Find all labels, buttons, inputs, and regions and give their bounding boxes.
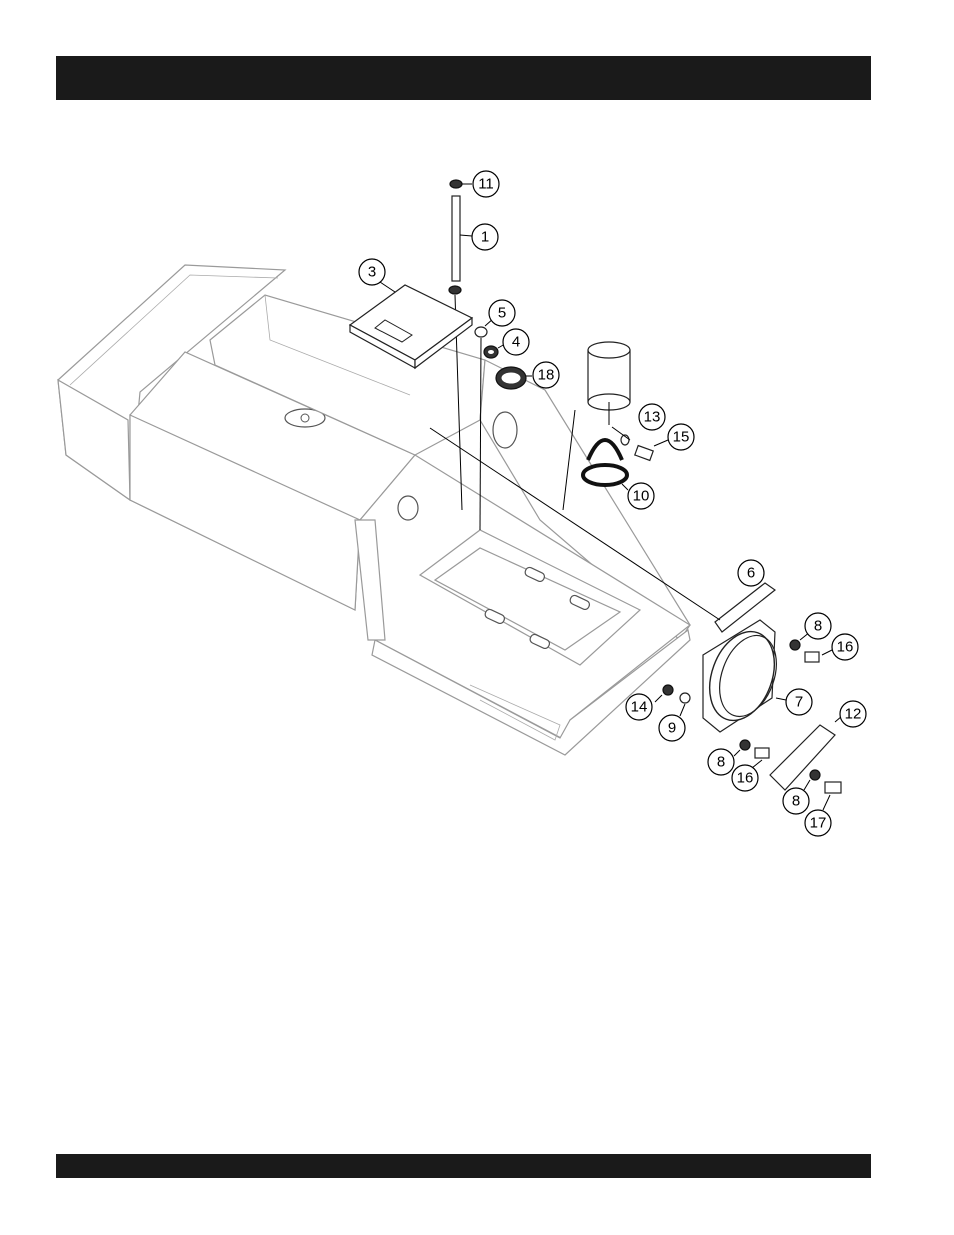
footer-bar — [56, 1154, 871, 1178]
svg-text:5: 5 — [498, 305, 506, 322]
svg-text:16: 16 — [737, 770, 754, 787]
svg-text:16: 16 — [837, 639, 854, 656]
callout-8a: 8 — [805, 613, 831, 639]
callout-12: 12 — [840, 701, 866, 727]
svg-text:9: 9 — [668, 720, 676, 737]
svg-text:1: 1 — [481, 229, 489, 246]
callout-6: 6 — [738, 560, 764, 586]
callout-5: 5 — [489, 300, 515, 326]
part-1-lower-clip — [449, 286, 461, 294]
callout-1: 1 — [472, 224, 498, 250]
svg-text:7: 7 — [795, 694, 803, 711]
callout-18: 18 — [533, 362, 559, 388]
callout-14: 14 — [626, 694, 652, 720]
part-16-bolt-a — [805, 652, 819, 662]
svg-text:4: 4 — [512, 334, 520, 351]
svg-text:18: 18 — [538, 367, 555, 384]
callout-8c: 8 — [783, 788, 809, 814]
part-17-bolt — [825, 782, 841, 793]
callout-9: 9 — [659, 715, 685, 741]
svg-text:6: 6 — [747, 565, 755, 582]
callout-15: 15 — [668, 424, 694, 450]
callout-4: 4 — [503, 329, 529, 355]
part-7-shroud — [698, 620, 787, 732]
callout-3: 3 — [359, 259, 385, 285]
callout-17: 17 — [805, 810, 831, 836]
svg-text:10: 10 — [633, 488, 650, 505]
part-8-washer-a — [790, 640, 800, 650]
svg-text:11: 11 — [478, 176, 494, 193]
part-11-clip — [450, 180, 462, 188]
fuel-filter — [588, 342, 630, 425]
svg-text:13: 13 — [644, 409, 661, 426]
part-1-rod — [452, 196, 460, 281]
part-12-bracket — [770, 725, 835, 790]
svg-text:15: 15 — [673, 429, 690, 446]
svg-text:12: 12 — [845, 706, 862, 723]
callout-11: 11 — [473, 171, 499, 197]
svg-text:8: 8 — [814, 618, 822, 635]
callout-8b: 8 — [708, 749, 734, 775]
callout-16b: 16 — [732, 765, 758, 791]
part-14-nut — [663, 685, 673, 695]
part-9-washer — [680, 693, 690, 703]
part-8-washer-c — [810, 770, 820, 780]
svg-text:8: 8 — [792, 793, 800, 810]
svg-text:14: 14 — [631, 699, 648, 716]
svg-text:3: 3 — [368, 264, 376, 281]
part-5-bushing — [475, 327, 487, 337]
part-16-bolt-b — [755, 748, 769, 758]
callout-13: 13 — [639, 404, 665, 430]
part-8-washer-b — [740, 740, 750, 750]
part-15-bolt — [635, 446, 653, 461]
callout-10: 10 — [628, 483, 654, 509]
svg-text:8: 8 — [717, 754, 725, 771]
callout-7: 7 — [786, 689, 812, 715]
callout-16a: 16 — [832, 634, 858, 660]
svg-text:17: 17 — [810, 815, 827, 832]
